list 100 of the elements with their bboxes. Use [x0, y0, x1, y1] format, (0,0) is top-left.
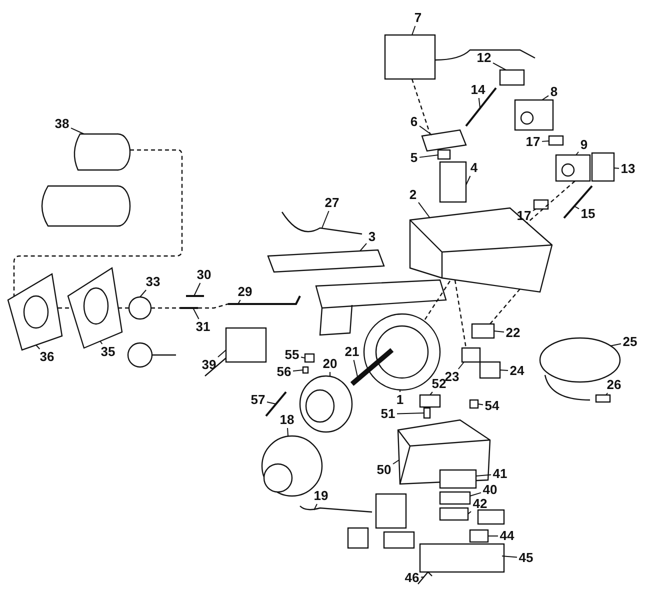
- leader-line: [396, 412, 424, 414]
- rod-drawing: [465, 87, 497, 127]
- leader-line: [542, 140, 550, 142]
- clip-drawing: [418, 571, 432, 584]
- housing-drawing: [409, 207, 553, 293]
- callout-number: 45: [518, 551, 534, 565]
- callout-number: 57: [250, 393, 266, 407]
- leader-line: [614, 168, 620, 169]
- pin-drawing: [423, 407, 431, 419]
- leader-line: [418, 202, 430, 218]
- leader-line: [353, 360, 358, 380]
- leader-line: [430, 392, 433, 396]
- leader-line: [606, 392, 608, 396]
- leader-line: [502, 556, 518, 558]
- assembly-line: [13, 149, 183, 296]
- callout-number: 17: [524, 135, 542, 149]
- leader-line: [314, 504, 318, 510]
- ignition-transformer-drawing: [384, 34, 436, 80]
- callout-number: 12: [476, 51, 492, 65]
- leader-line: [140, 290, 147, 298]
- leader-line: [392, 460, 400, 464]
- plate-drawing: [421, 129, 467, 152]
- leader-line: [494, 330, 504, 333]
- callout-number: 9: [579, 138, 589, 152]
- callout-number: 3: [367, 230, 377, 244]
- leader-line: [610, 343, 622, 346]
- fan-wheel-drawing: [299, 375, 353, 433]
- terminal-drawing: [469, 529, 489, 543]
- leader-line: [266, 402, 276, 404]
- leader-line: [500, 370, 508, 371]
- callout-number: 50: [376, 463, 392, 477]
- callout-number: 21: [344, 345, 360, 359]
- leader-line: [468, 511, 472, 514]
- relay-drawing: [439, 469, 477, 489]
- assembly-line: [526, 180, 576, 224]
- leader-line: [412, 26, 416, 36]
- assembly-line: [424, 280, 450, 322]
- screw-drawing: [469, 399, 479, 409]
- callout-number: 8: [549, 85, 559, 99]
- callout-number: 7: [413, 11, 423, 25]
- assembly-line: [454, 280, 467, 348]
- coupling-drawing: [439, 161, 467, 203]
- callout-number: 4: [469, 161, 479, 175]
- leader-line: [194, 282, 201, 296]
- connector-drawing: [499, 69, 525, 86]
- callout-number: 13: [620, 162, 636, 176]
- wire-drawing: [300, 506, 372, 513]
- connector-drawing: [591, 152, 615, 182]
- screw-drawing: [302, 366, 309, 374]
- leader-line: [532, 208, 536, 212]
- callout-number: 19: [312, 489, 330, 503]
- wire-drawing: [282, 212, 362, 235]
- callout-number: 1: [395, 393, 405, 407]
- callout-number: 51: [380, 407, 396, 421]
- leader-line: [542, 95, 549, 100]
- assembly-line: [58, 307, 72, 309]
- fitting-drawing: [533, 199, 549, 210]
- leader-line: [466, 176, 471, 186]
- callout-number: 29: [236, 285, 254, 299]
- callout-number: 36: [38, 350, 56, 364]
- socket-drawing: [439, 491, 471, 505]
- cover-drawing: [461, 347, 481, 363]
- callout-number: 5: [409, 151, 419, 165]
- leader-line: [478, 404, 484, 406]
- callout-number: 22: [504, 326, 522, 340]
- leader-line: [574, 206, 580, 210]
- callout-number: 27: [324, 196, 340, 210]
- assembly-line: [151, 307, 180, 309]
- leader-line: [36, 344, 40, 350]
- callout-number: 35: [100, 345, 116, 359]
- plate-drawing: [439, 507, 469, 521]
- leader-line: [478, 98, 480, 108]
- leader-line: [292, 370, 304, 372]
- leader-line: [458, 362, 464, 370]
- callout-number: 33: [144, 275, 162, 289]
- callout-number: 56: [276, 365, 292, 379]
- callout-number: 26: [606, 378, 622, 392]
- callout-number: 25: [622, 335, 638, 349]
- assembly-line: [490, 288, 520, 324]
- turbulator-drawing: [128, 296, 152, 320]
- callout-number: 54: [484, 399, 500, 413]
- callout-number: 39: [200, 358, 218, 372]
- leader-line: [576, 151, 579, 156]
- leader-line: [420, 576, 424, 578]
- cover-drawing: [471, 323, 495, 339]
- callout-number: 2: [408, 188, 418, 202]
- callout-number: 14: [470, 83, 486, 97]
- fitting-drawing: [595, 394, 611, 403]
- callout-number: 31: [194, 320, 212, 334]
- callout-number: 52: [430, 377, 448, 391]
- leader-line: [287, 428, 288, 436]
- assembly-line: [118, 307, 129, 309]
- assembly-line: [198, 303, 228, 309]
- callout-number: 6: [409, 115, 419, 129]
- fitting-drawing: [548, 135, 564, 146]
- electrode-drawing: [228, 296, 301, 305]
- callout-number: 55: [284, 348, 300, 362]
- leader-line: [100, 340, 103, 344]
- callout-number: 15: [580, 207, 596, 221]
- circuit-board-drawing: [419, 543, 505, 573]
